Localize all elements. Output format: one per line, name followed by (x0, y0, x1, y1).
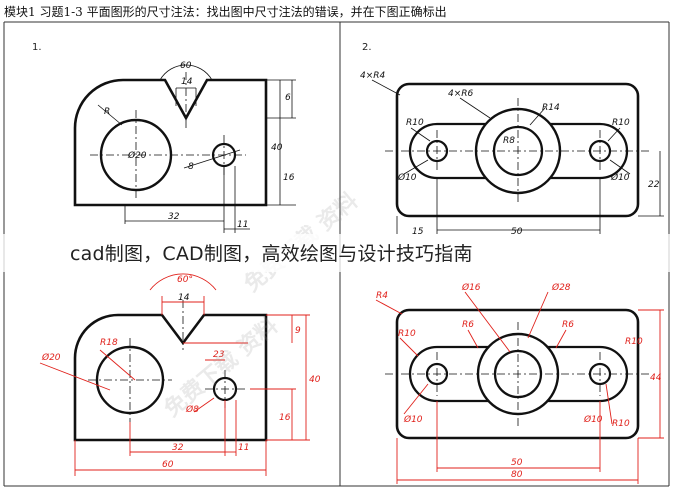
dim-2w-10: 50 (511, 227, 523, 237)
dimension-lines-1 (97, 64, 296, 233)
dim-2w-3: R10 (406, 118, 424, 128)
caption-overlay (0, 234, 673, 272)
dim-1c-9: 32 (172, 443, 184, 453)
dim-1c-0: 60° (177, 275, 193, 285)
dim-1c-2: R18 (100, 338, 118, 348)
dim-2w-0: 4×R4 (360, 71, 386, 81)
dim-2c-10: 44 (650, 373, 662, 383)
dim-2c-11: 50 (511, 458, 523, 468)
dim-2c-9: R10 (612, 419, 630, 429)
dim-1c-7: Ø8 (185, 404, 199, 415)
dim-2w-2: R14 (542, 103, 560, 113)
drawing-1-correct: 60° 14 R18 9 23 Ø20 40 Ø8 16 32 11 60 (39, 273, 321, 476)
dim-2w-7: R10 (612, 118, 630, 128)
dim-2c-6: R10 (625, 337, 643, 347)
drawing-2-correct: R4 Ø16 Ø28 R10 R6 R6 R10 Ø10 Ø10 R10 44 … (375, 282, 664, 484)
panel-label-2: 2. (362, 42, 372, 53)
dim-1w-8: 32 (168, 212, 180, 222)
dim-1c-8: 16 (279, 413, 291, 423)
correction-lines-3 (39, 273, 310, 476)
dim-1c-6: 40 (309, 375, 321, 385)
dimension-lines-2 (371, 79, 664, 234)
dim-1c-11: 60 (162, 460, 174, 470)
centerlines-4 (385, 322, 650, 428)
part-outline-1 (73, 78, 268, 207)
dim-1w-9: 11 (237, 220, 248, 230)
dim-1w-6: 8 (188, 162, 194, 172)
dim-2w-9: 15 (412, 227, 424, 237)
dim-2w-5: Ø10 (397, 172, 417, 183)
dim-1c-4: 23 (213, 350, 225, 360)
caption-text: cad制图，CAD制图，高效绘图与设计技巧指南 (70, 243, 473, 265)
plate-outline-2 (395, 82, 640, 218)
correction-lines-4 (375, 291, 664, 484)
dim-2c-8: Ø10 (583, 414, 603, 425)
dim-1w-3: 6 (285, 93, 291, 103)
page-title: 模块1 习题1-3 平面图形的尺寸注法：找出图中尺寸注法的错误，并在下图正确标出 (4, 5, 447, 19)
dim-2w-6: Ø10 (610, 172, 630, 183)
dim-1w-1: 14 (181, 77, 193, 87)
dim-1w-2: R (104, 107, 110, 117)
dim-2c-3: R10 (398, 329, 416, 339)
centerlines-3 (88, 300, 245, 422)
dim-2w-4: R8 (503, 136, 515, 146)
dim-1c-5: Ø20 (41, 352, 61, 363)
dim-1c-3: 9 (295, 326, 301, 336)
dim-2c-12: 80 (511, 470, 523, 480)
dim-2c-0: R4 (376, 291, 388, 301)
dim-2c-1: Ø16 (461, 282, 481, 293)
dim-2c-5: R6 (562, 320, 574, 330)
dim-1c-10: 11 (238, 443, 249, 453)
dim-2w-1: 4×R6 (448, 89, 474, 99)
part-outline-3 (73, 313, 268, 442)
dim-2w-8: 22 (648, 180, 660, 190)
dim-2c-2: Ø28 (551, 282, 571, 293)
dim-1w-0: 60 (180, 61, 192, 71)
dim-2c-4: R6 (462, 320, 474, 330)
dim-1c-1: 14 (178, 293, 190, 303)
panel-label-1: 1. (32, 42, 42, 53)
dim-1w-7: 16 (283, 173, 295, 183)
drawing-2-wrong: 4×R4 4×R6 R14 R10 R8 Ø10 Ø10 R10 22 15 5… (360, 71, 664, 237)
centerlines-2 (385, 98, 650, 205)
dim-2c-7: Ø10 (403, 414, 423, 425)
dim-1w-4: Ø20 (127, 150, 147, 161)
drawing-1-wrong: 60 14 R 6 Ø20 40 8 16 32 11 (73, 61, 296, 233)
dim-1w-5: 40 (271, 143, 283, 153)
